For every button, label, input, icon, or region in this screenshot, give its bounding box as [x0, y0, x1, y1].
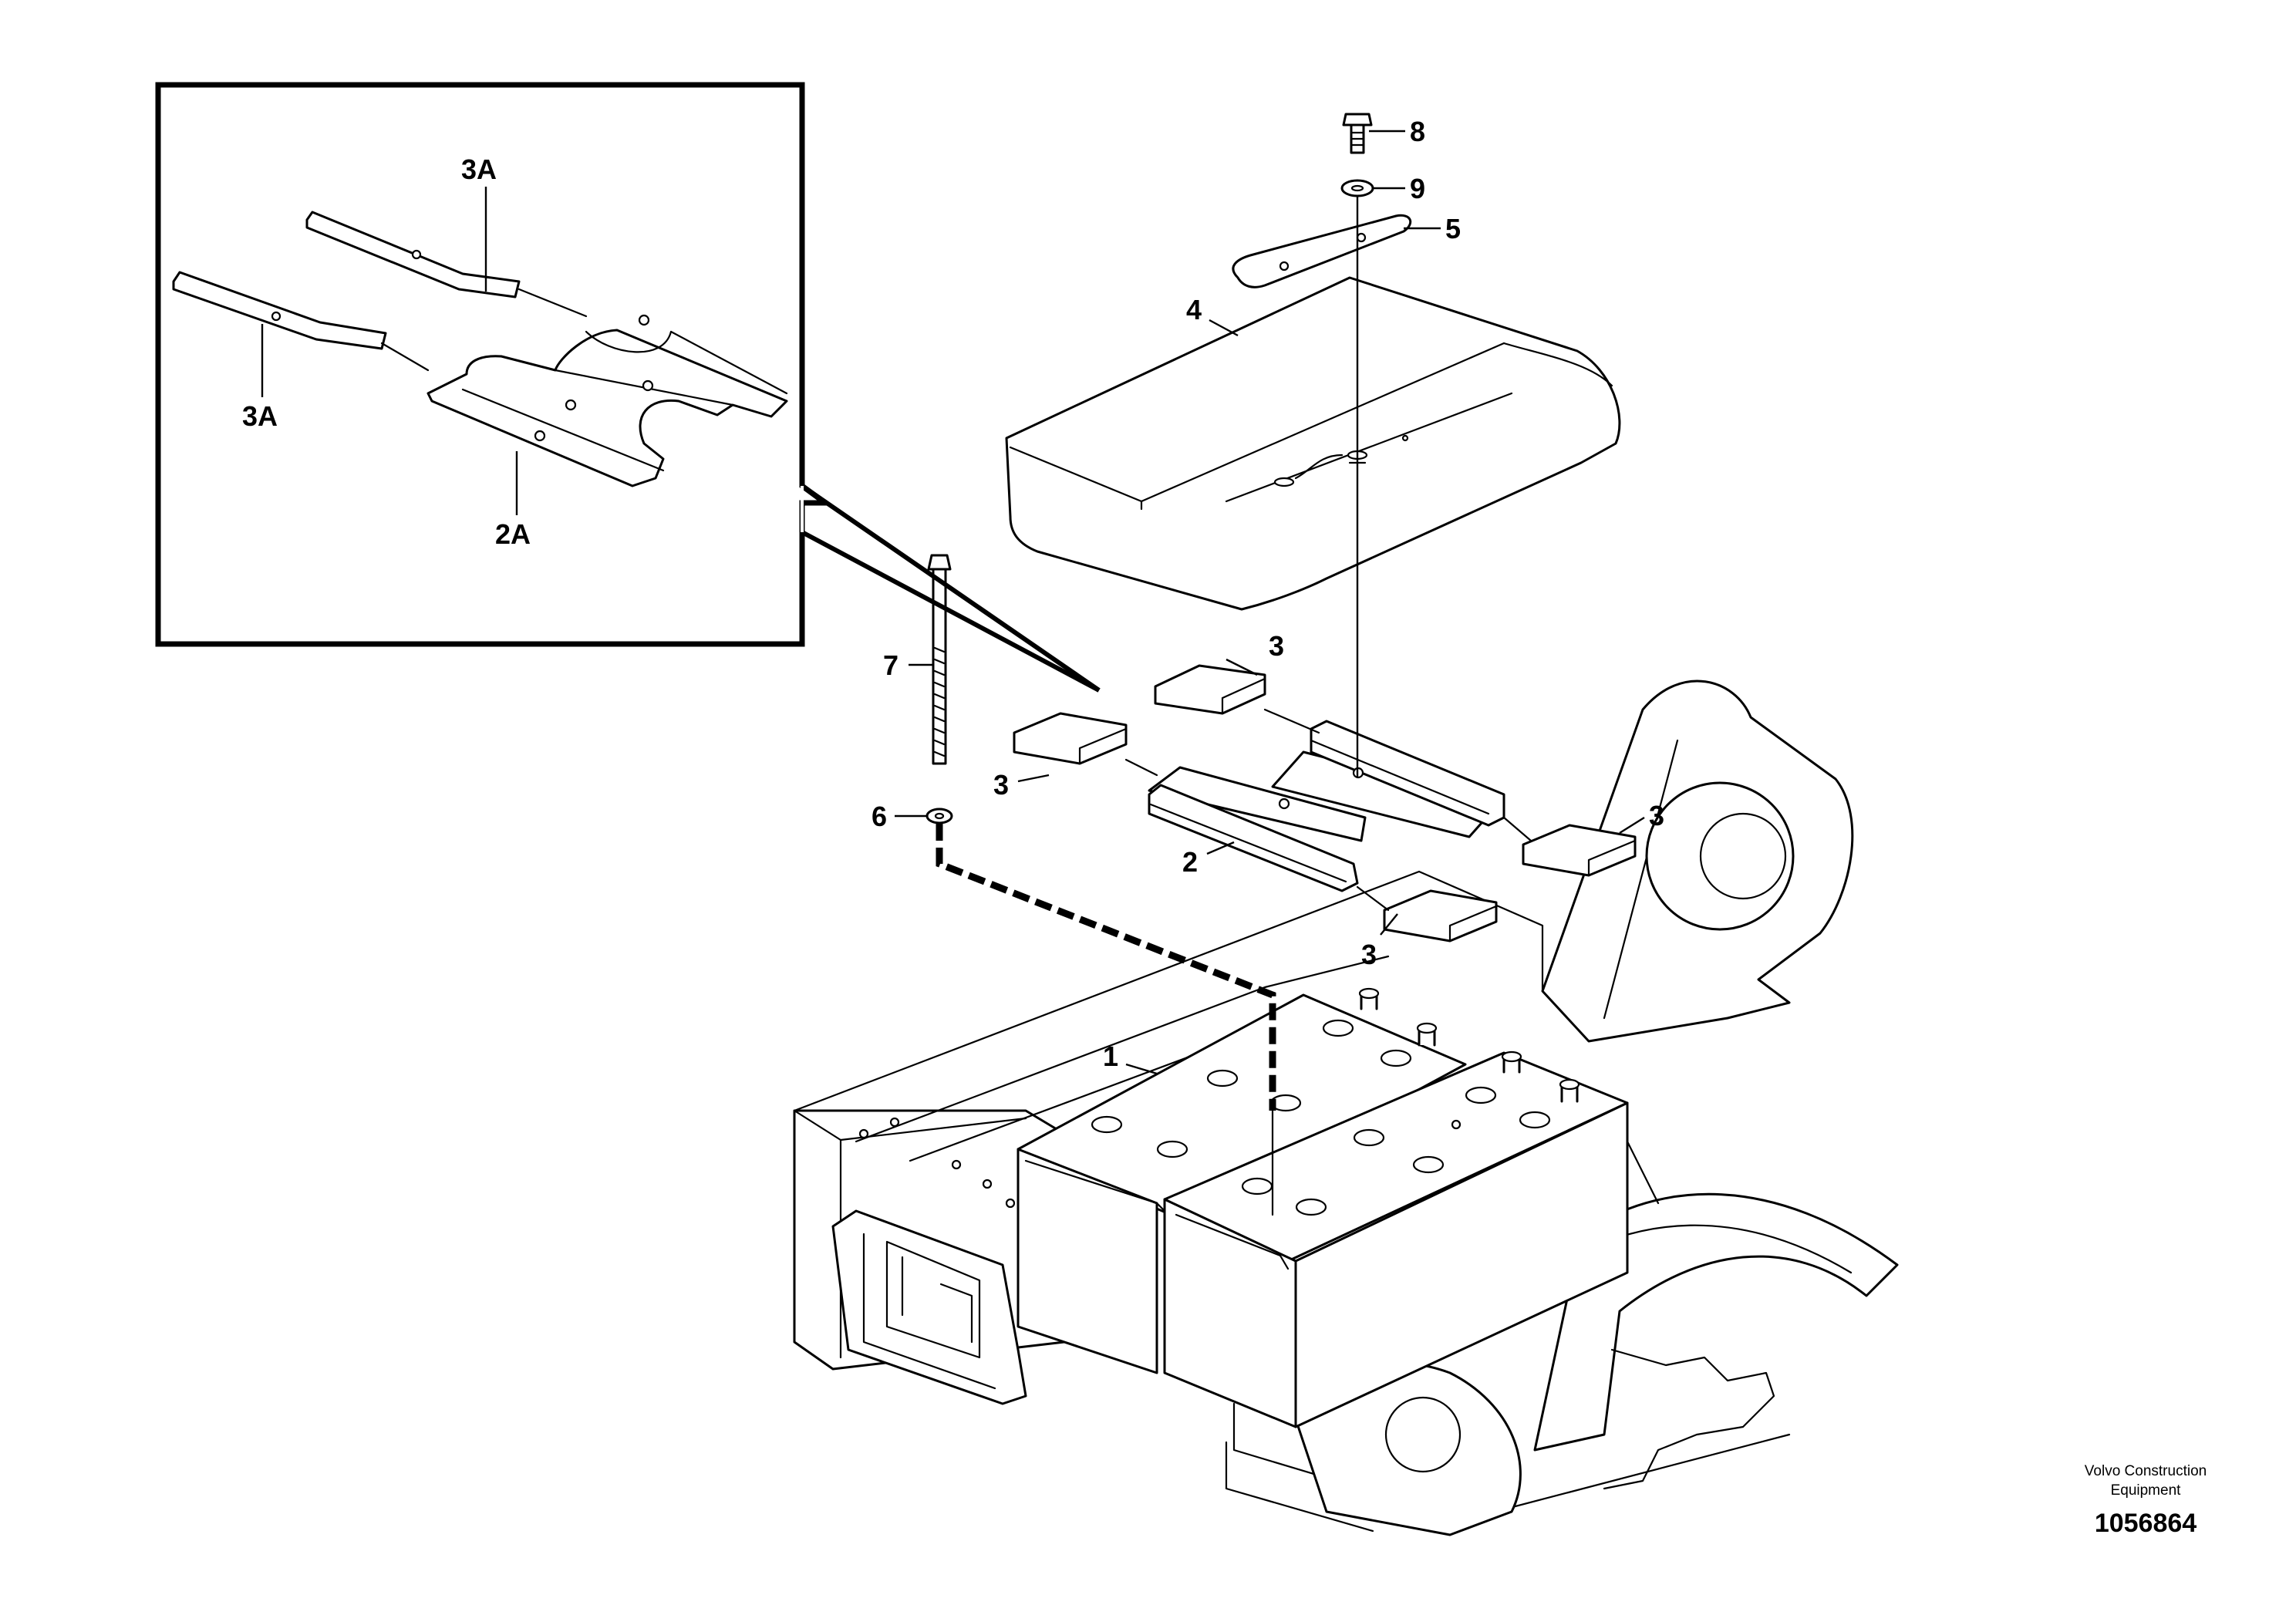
callout-2a: 2A [495, 518, 531, 550]
callout-9: 9 [1410, 173, 1425, 204]
long-bolt-assembly [925, 554, 1276, 1216]
callout-3a-upper: 3A [461, 153, 497, 185]
callout-3-right: 3 [1649, 800, 1664, 831]
credit-line-1: Volvo Construction [2085, 1463, 2207, 1479]
battery-pair [1017, 987, 1629, 1428]
callout-7: 7 [883, 649, 899, 681]
callout-1: 1 [1103, 1040, 1118, 1072]
callout-3-left: 3 [993, 769, 1009, 801]
battery-caps [1091, 987, 1580, 1216]
document-number: 1056864 [2095, 1509, 2197, 1538]
credit-line-2: Equipment [2111, 1482, 2182, 1499]
callout-3-lower: 3 [1361, 939, 1377, 970]
title-block: Volvo Construction Equipment 1056864 [2085, 1463, 2207, 1538]
callout-2: 2 [1182, 846, 1198, 878]
callout-3a-lower: 3A [242, 400, 278, 432]
hold-down-clamp [1148, 720, 1505, 892]
leader-lines [261, 130, 1645, 1075]
top-hardware [1232, 113, 1412, 777]
callout-8: 8 [1410, 116, 1425, 147]
callout-5: 5 [1445, 213, 1461, 244]
callout-labels: 3A 3A 2A 8 9 5 4 7 6 3 3 3 3 2 1 [242, 116, 1664, 1072]
callout-6: 6 [872, 801, 887, 832]
detail-inset [155, 82, 1101, 693]
callout-4: 4 [1186, 294, 1202, 325]
battery-cover [1005, 276, 1621, 611]
callout-3-top: 3 [1269, 630, 1284, 662]
rubber-pads [1013, 664, 1637, 943]
